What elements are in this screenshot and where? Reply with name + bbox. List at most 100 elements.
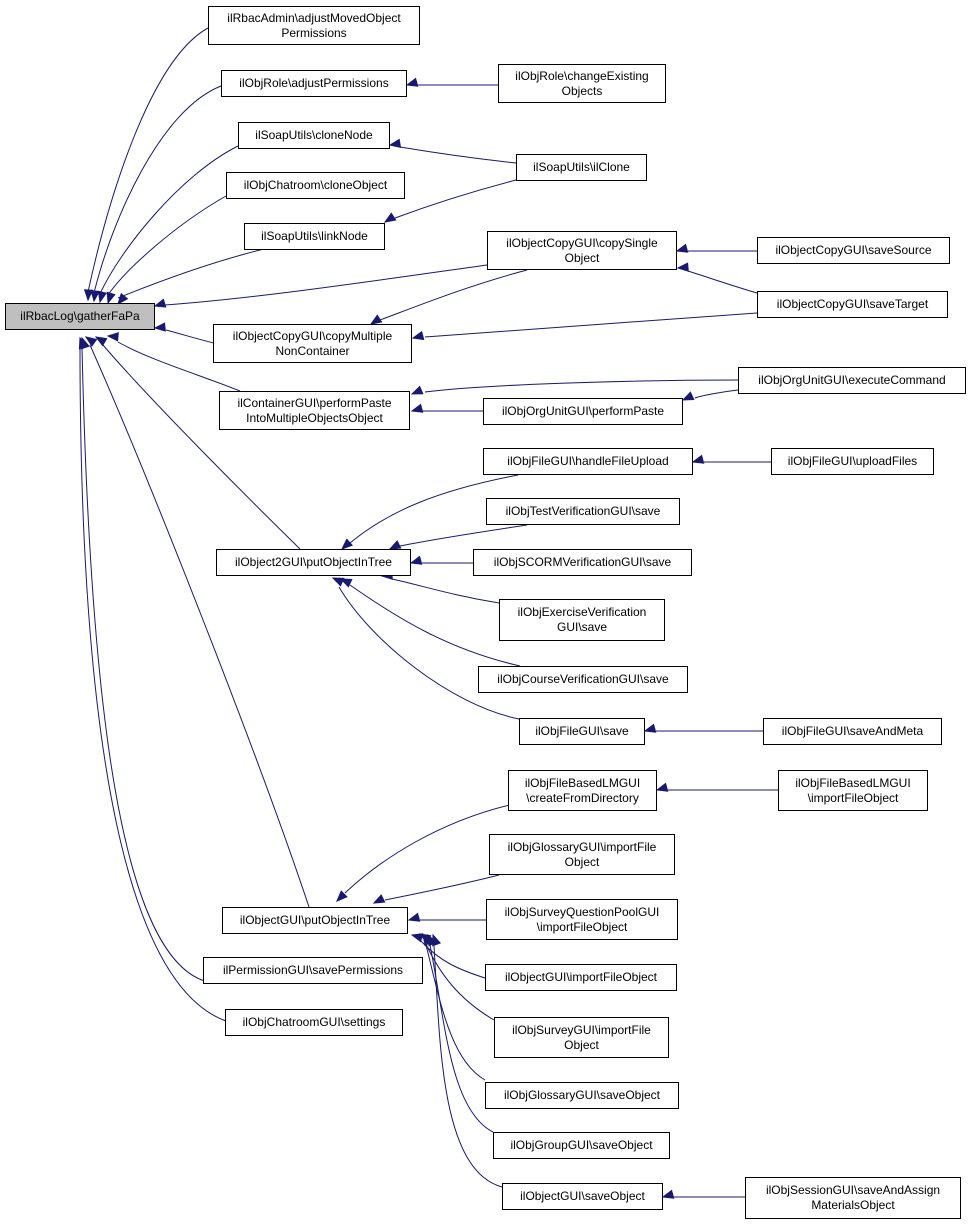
node-label-line: Objects <box>561 83 603 98</box>
node-ilsoaputils-linknode[interactable]: ilSoapUtils\linkNode <box>244 223 385 250</box>
node-ilsoaputils-clonenode[interactable]: ilSoapUtils\cloneNode <box>238 122 390 149</box>
node-label-line: ilObjFileGUI\uploadFiles <box>787 454 918 468</box>
edge-line <box>89 344 310 908</box>
edge-line <box>694 389 739 399</box>
node-ilpermissiongui-savepermissions[interactable]: ilPermissionGUI\savePermissions <box>203 957 423 984</box>
node-ilobjfilegui-handlefileupload[interactable]: ilObjFileGUI\handleFileUpload <box>483 448 693 475</box>
edge-arrowhead <box>405 77 419 87</box>
node-label-line: ilObjFileBasedLMGUI <box>795 775 911 790</box>
node-ilobjrole-adjustpermissions[interactable]: ilObjRole\adjustPermissions <box>221 70 407 97</box>
node-ilobjcourseverificationgui-save[interactable]: ilObjCourseVerificationGUI\save <box>478 666 688 693</box>
node-ilobjectcopygui-savetarget[interactable]: ilObjectCopyGUI\saveTarget <box>757 291 948 318</box>
node-label-line: ilSoapUtils\cloneNode <box>255 128 373 142</box>
edge-line <box>344 802 519 894</box>
node-label-line: MaterialsObject <box>811 1198 895 1212</box>
node-label-line: ilObjFileGUI\save <box>535 724 629 738</box>
edge-arrowhead <box>84 336 98 347</box>
node-ilobjchatroomgui-settings[interactable]: ilObjChatroomGUI\settings <box>225 1009 403 1036</box>
edge-line <box>349 584 521 667</box>
edge-arrowhead <box>97 290 108 304</box>
node-label-line: NonContainer <box>275 343 350 358</box>
node-ilobject2gui-putobjectintree[interactable]: ilObject2GUI\putObjectInTree <box>216 549 411 576</box>
edge-line <box>424 379 739 393</box>
edge-arrowhead <box>78 336 88 350</box>
node-label-line: ilObject2GUI\putObjectInTree <box>235 555 392 569</box>
node-label-line: IntoMultipleObjectsObject <box>246 410 383 425</box>
edge-line <box>99 145 239 295</box>
edge-arrowhead <box>153 298 167 308</box>
node-ilrbaclog-gatherfapa: ilRbacLog\gatherFaPa <box>5 303 155 330</box>
edge-arrowhead <box>372 894 386 904</box>
edge-line <box>379 269 528 321</box>
node-label-line: ilObjectCopyGUI\saveTarget <box>776 297 929 311</box>
node-ilobjfilebasedlmgui-importfileobject[interactable]: ilObjFileBasedLMGUI\importFileObject <box>778 770 928 811</box>
node-ilobjectgui-importfileobject[interactable]: ilObjectGUI\importFileObject <box>485 964 677 991</box>
node-ilobjtestverificationgui-save[interactable]: ilObjTestVerificationGUI\save <box>486 498 680 525</box>
edge-line <box>687 270 758 294</box>
node-label-line: ilObjSurveyGUI\importFile <box>512 1022 651 1037</box>
node-ilobjorgunitgui-performpaste[interactable]: ilObjOrgUnitGUI\performPaste <box>483 398 683 425</box>
node-label-line: ilObjOrgUnitGUI\performPaste <box>501 404 665 418</box>
edge-arrowhead <box>106 291 116 305</box>
node-ilobjfilebasedlmgui-createfromdirectory[interactable]: ilObjFileBasedLMGUI\createFromDirectory <box>508 770 657 811</box>
edge-arrowhead <box>117 292 129 306</box>
edge-arrowhead <box>410 385 424 395</box>
edge-arrowhead <box>655 782 669 792</box>
node-label-line: ilObjectGUI\putObjectInTree <box>239 913 391 927</box>
edge-arrowhead <box>388 540 402 550</box>
edge-line <box>81 346 209 983</box>
node-ilobjgroupgui-saveobject[interactable]: ilObjGroupGUI\saveObject <box>493 1132 670 1159</box>
node-label-line: ilObjectGUI\importFileObject <box>504 970 658 984</box>
node-label-line: ilObjTestVerificationGUI\save <box>505 504 661 518</box>
node-ilobjfilegui-uploadfiles[interactable]: ilObjFileGUI\uploadFiles <box>771 448 934 475</box>
node-label-line: ilContainerGUI\performPaste <box>237 395 392 410</box>
edge-arrowhead <box>339 578 353 588</box>
node-label-line: ilObjSCORMVerificationGUI\save <box>493 555 672 569</box>
node-ilobjsurveyquestionpoolgui-importfileobject[interactable]: ilObjSurveyQuestionPoolGUI\importFileObj… <box>486 899 678 940</box>
node-ilobjectcopygui-savesource[interactable]: ilObjectCopyGUI\saveSource <box>757 237 950 264</box>
edge-arrowhead <box>410 933 424 943</box>
node-label-line: ilObjectCopyGUI\saveSource <box>775 243 932 257</box>
node-label-line: ilObjGlossaryGUI\importFile <box>507 839 657 854</box>
edge-line <box>424 941 495 1021</box>
node-ilobjectgui-saveobject[interactable]: ilObjectGUI\saveObject <box>502 1183 663 1210</box>
edge-line <box>117 247 269 299</box>
edge-line <box>384 874 500 901</box>
node-label-line: ilObjExerciseVerification <box>517 605 647 619</box>
node-ilobjfilegui-save[interactable]: ilObjFileGUI\save <box>519 718 645 745</box>
node-label-line: ilObjectCopyGUI\copyMultiple <box>232 328 393 343</box>
edge-line <box>394 179 517 219</box>
node-ilobjectgui-putobjectintree[interactable]: ilObjectGUI\putObjectInTree <box>222 907 408 934</box>
node-label-line: Permissions <box>281 25 347 40</box>
node-label-line: ilObjRole\adjustPermissions <box>239 76 389 90</box>
node-ilobjscormverificationgui-save[interactable]: ilObjSCORMVerificationGUI\save <box>473 549 692 576</box>
edge-arrowhead <box>106 332 119 342</box>
node-label-line: ilObjCourseVerificationGUI\save <box>497 672 669 686</box>
node-label-line: Object <box>564 1037 599 1052</box>
node-ilobjfilegui-saveandmeta[interactable]: ilObjFileGUI\saveAndMeta <box>763 718 942 745</box>
node-label-line: ilObjChatroom\cloneObject <box>243 178 388 192</box>
node-label-line: ilObjSurveyQuestionPoolGUI <box>504 904 660 919</box>
node-label-line: ilObjectCopyGUI\copySingle <box>506 235 658 250</box>
node-ilobjchatroom-cloneobject[interactable]: ilObjChatroom\cloneObject <box>226 172 405 199</box>
node-ilobjglossarygui-saveobject[interactable]: ilObjGlossaryGUI\saveObject <box>485 1082 679 1109</box>
node-label-line: ilRbacLog\gatherFaPa <box>20 309 140 323</box>
node-ilsoaputils-ilclone[interactable]: ilSoapUtils\ilClone <box>516 154 647 181</box>
node-ilobjorgunitgui-executecommand[interactable]: ilObjOrgUnitGUI\executeCommand <box>738 367 966 394</box>
node-label-line: ilRbacAdmin\adjustMovedObject <box>227 10 401 25</box>
edge-arrowhead <box>681 391 695 401</box>
edge-line <box>424 312 758 338</box>
node-label-line: ilObjRole\changeExisting <box>515 68 649 83</box>
edge-line <box>93 85 222 294</box>
